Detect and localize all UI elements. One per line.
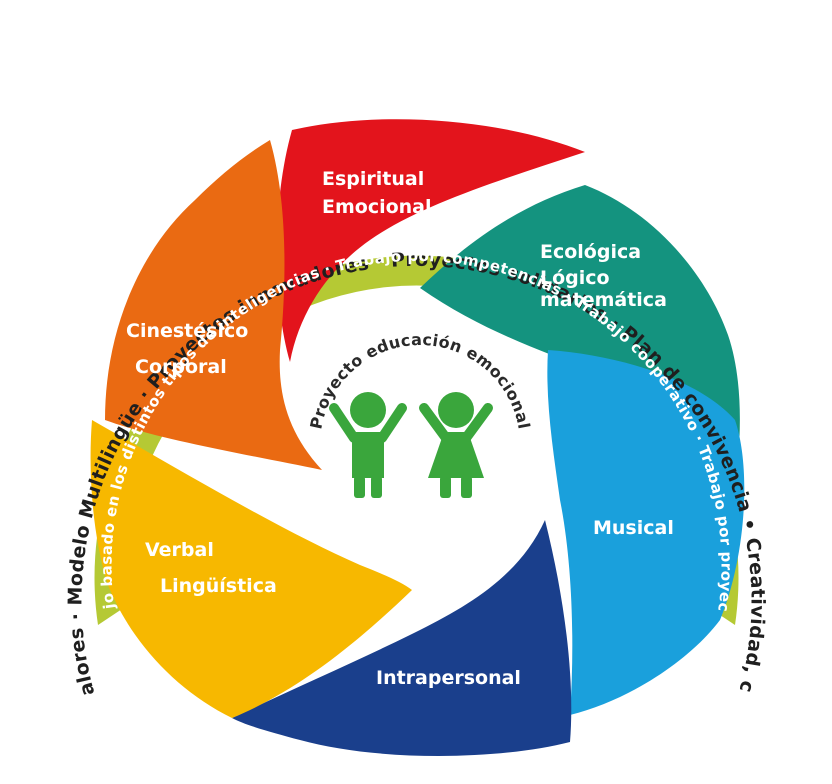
children-arms-up-icon: [329, 392, 493, 498]
petal-verbal: [90, 420, 412, 718]
label-cinestesico-1: Cinestésico: [126, 320, 248, 342]
label-cinestesico-2: Corporal: [135, 356, 227, 378]
label-espiritual-1: Espiritual: [322, 168, 424, 190]
label-espiritual-2: Emocional: [322, 196, 432, 218]
petal-espiritual: [276, 119, 585, 363]
label-verbal-2: Lingüística: [160, 575, 277, 597]
petal-cinestesico: [105, 140, 322, 470]
label-ecologica-2: Lógico: [540, 267, 610, 289]
label-musical: Musical: [593, 517, 674, 539]
label-verbal-1: Verbal: [145, 539, 214, 561]
petal-labels: Espiritual Emocional Ecológica Lógico ma…: [126, 168, 674, 689]
petal-musical: [547, 350, 745, 715]
label-ecologica-1: Ecológica: [540, 241, 641, 263]
label-intrapersonal: Intrapersonal: [376, 667, 521, 689]
petal-intrapersonal: [232, 520, 572, 756]
label-ecologica-3: matemática: [540, 289, 667, 311]
